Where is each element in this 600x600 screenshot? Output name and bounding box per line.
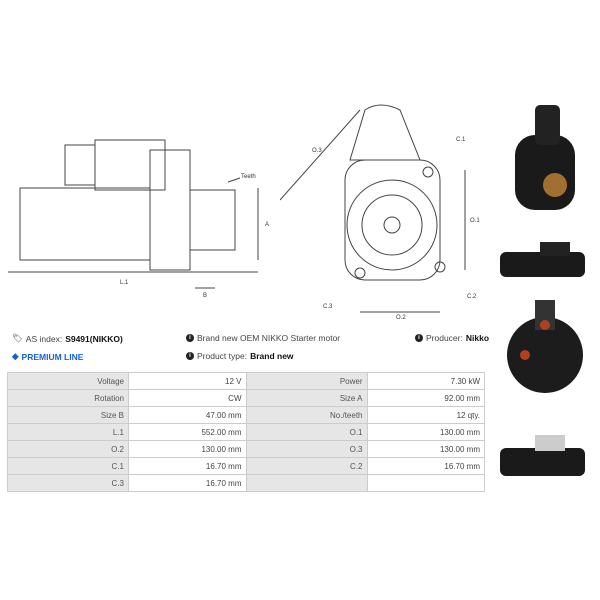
spec-value [366, 474, 485, 492]
spec-label: Voltage [7, 372, 129, 390]
spec-value: 12 V [128, 372, 247, 390]
product-type: i Product type: Brand new [186, 351, 294, 361]
product-photos [500, 105, 585, 476]
info-icon: i [415, 334, 423, 342]
spec-value: 47.00 mm [128, 406, 247, 424]
spec-value: 12 qty. [366, 406, 485, 424]
label-o2: O.2 [396, 315, 406, 321]
spec-value: 7.30 kW [366, 372, 485, 390]
info-icon: i [186, 352, 194, 360]
info-icon: i [186, 334, 194, 342]
spec-value: 16.70 mm [366, 457, 485, 475]
spec-label: C.1 [7, 457, 129, 475]
label-c3: C.3 [323, 304, 333, 310]
photo-rear [507, 300, 583, 393]
spec-label: L.1 [7, 423, 129, 441]
diamond-icon: ◆ [12, 351, 19, 361]
spec-label [245, 474, 368, 492]
description: i Brand new OEM NIKKO Starter motor [186, 333, 340, 343]
photo-front [515, 105, 575, 210]
label-l1: L.1 [120, 280, 129, 286]
label-c2: C.2 [467, 294, 477, 300]
spec-value: 130.00 mm [366, 440, 485, 458]
spec-label: Size B [7, 406, 129, 424]
label-o3: O.3 [312, 148, 322, 154]
photo-side-1 [500, 242, 585, 277]
premium-line-badge: ◆ PREMIUM LINE [12, 351, 84, 362]
photo-side-2 [500, 435, 585, 476]
producer: i Producer: Nikko [415, 333, 489, 343]
spec-label: O.3 [245, 440, 368, 458]
label-c1: C.1 [456, 137, 466, 143]
spec-label: Power [245, 372, 368, 390]
spec-label: No./teeth [245, 406, 368, 424]
spec-label: C.3 [7, 474, 129, 492]
spec-label: Rotation [7, 389, 129, 407]
as-index: 🏷 AS index: S9491(NIKKO) [12, 333, 123, 344]
spec-label: C.2 [245, 457, 368, 475]
spec-label: Size A [245, 389, 368, 407]
spec-value: 130.00 mm [128, 440, 247, 458]
front-view-drawing [280, 104, 466, 313]
tag-icon: 🏷 [12, 333, 23, 343]
as-index-value: S9491(NIKKO) [65, 333, 123, 344]
spec-value: CW [128, 389, 247, 407]
label-b: B [203, 293, 208, 299]
side-view-drawing [8, 139, 259, 289]
label-teeth: Teeth [241, 174, 256, 180]
spec-label: O.2 [7, 440, 129, 458]
spec-label: O.1 [245, 423, 368, 441]
spec-value: 552.00 mm [128, 423, 247, 441]
label-o1: O.1 [470, 218, 480, 224]
spec-value: 16.70 mm [128, 457, 247, 475]
spec-value: 92.00 mm [366, 389, 485, 407]
spec-value: 16.70 mm [128, 474, 247, 492]
label-a: A [265, 222, 270, 228]
spec-value: 130.00 mm [366, 423, 485, 441]
